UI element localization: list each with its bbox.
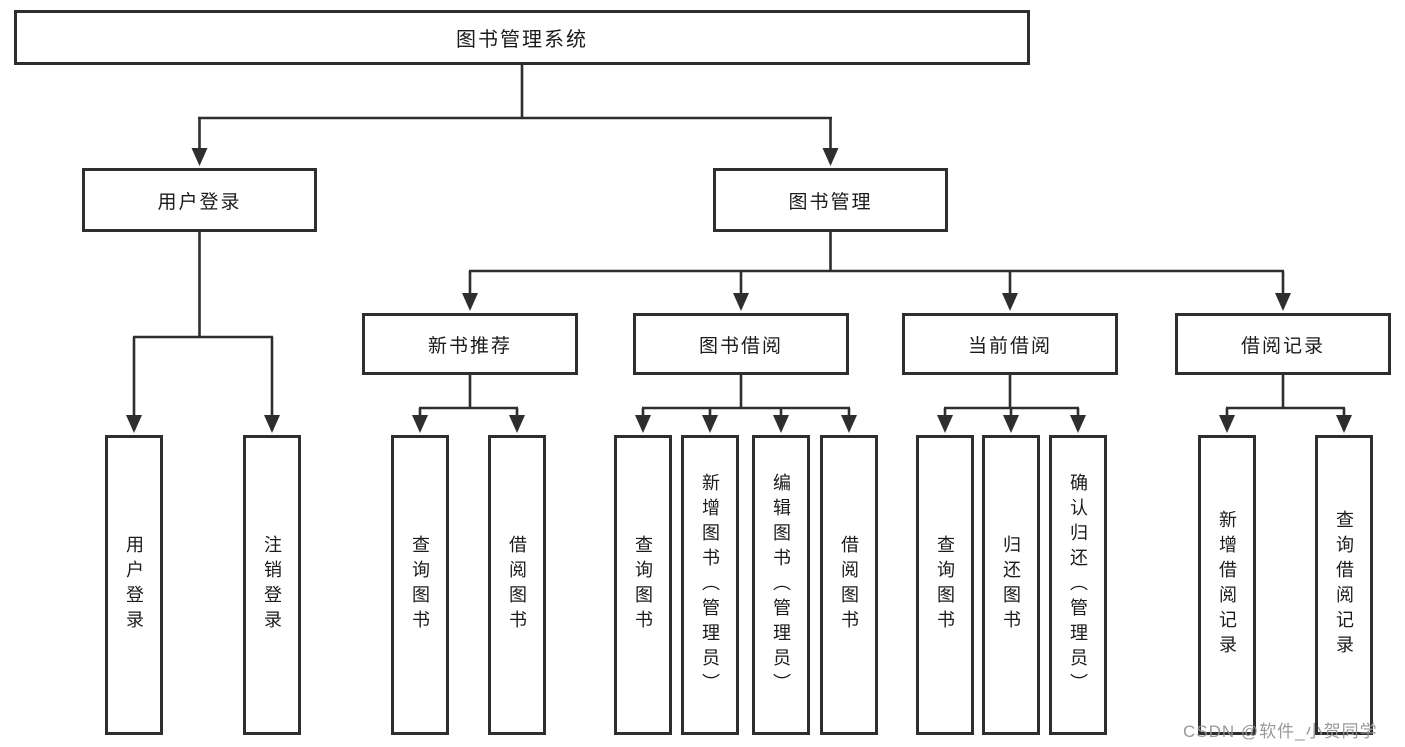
leaf-confirm-return-admin-label: 确认归还（管理员） (1068, 472, 1088, 698)
leaf-confirm-return-admin: 确认归还（管理员） (1049, 435, 1107, 735)
arrowhead-icons (126, 148, 1352, 433)
leaf-edit-books-admin-label: 编辑图书（管理员） (771, 472, 791, 698)
leaf-recommend-borrow-books: 借阅图书 (488, 435, 546, 735)
leaf-borrowing-query-books: 查询图书 (614, 435, 672, 735)
node-book-borrowing: 图书借阅 (633, 313, 849, 375)
leaf-logout-label: 注销登录 (262, 535, 282, 635)
node-borrowing-records-label: 借阅记录 (1240, 335, 1325, 357)
node-current-borrowing-label: 当前借阅 (967, 335, 1052, 357)
node-new-book-recommendation-label: 新书推荐 (427, 335, 512, 357)
node-book-management-label: 图书管理 (788, 191, 873, 213)
leaf-return-books-label: 归还图书 (1001, 535, 1021, 635)
leaf-recommend-borrow-books-label: 借阅图书 (507, 535, 527, 635)
node-library-system: 图书管理系统 (14, 10, 1030, 65)
leaf-recommend-query-books: 查询图书 (391, 435, 449, 735)
node-user-login: 用户登录 (82, 168, 317, 232)
node-borrowing-records: 借阅记录 (1175, 313, 1391, 375)
leaf-add-borrow-record-label: 新增借阅记录 (1217, 510, 1237, 660)
leaf-edit-books-admin: 编辑图书（管理员） (752, 435, 810, 735)
leaf-borrowing-borrow-books-label: 借阅图书 (839, 535, 859, 635)
node-library-system-label: 图书管理系统 (456, 29, 588, 51)
leaf-current-query-books-label: 查询图书 (935, 535, 955, 635)
leaf-recommend-query-books-label: 查询图书 (410, 535, 430, 635)
leaf-logout: 注销登录 (243, 435, 301, 735)
leaf-add-books-admin-label: 新增图书（管理员） (700, 472, 720, 698)
leaf-query-borrow-record-label: 查询借阅记录 (1334, 510, 1354, 660)
leaf-borrowing-query-books-label: 查询图书 (633, 535, 653, 635)
leaf-return-books: 归还图书 (982, 435, 1040, 735)
node-book-management: 图书管理 (713, 168, 948, 232)
watermark: CSDN @软件_小贺同学 (1183, 722, 1378, 741)
leaf-borrowing-borrow-books: 借阅图书 (820, 435, 878, 735)
leaf-add-books-admin: 新增图书（管理员） (681, 435, 739, 735)
node-book-borrowing-label: 图书借阅 (698, 335, 783, 357)
leaf-user-login: 用户登录 (105, 435, 163, 735)
leaf-user-login-label: 用户登录 (124, 535, 144, 635)
node-current-borrowing: 当前借阅 (902, 313, 1118, 375)
node-user-login-label: 用户登录 (157, 191, 242, 213)
node-new-book-recommendation: 新书推荐 (362, 313, 578, 375)
leaf-current-query-books: 查询图书 (916, 435, 974, 735)
leaf-query-borrow-record: 查询借阅记录 (1315, 435, 1373, 735)
leaf-add-borrow-record: 新增借阅记录 (1198, 435, 1256, 735)
